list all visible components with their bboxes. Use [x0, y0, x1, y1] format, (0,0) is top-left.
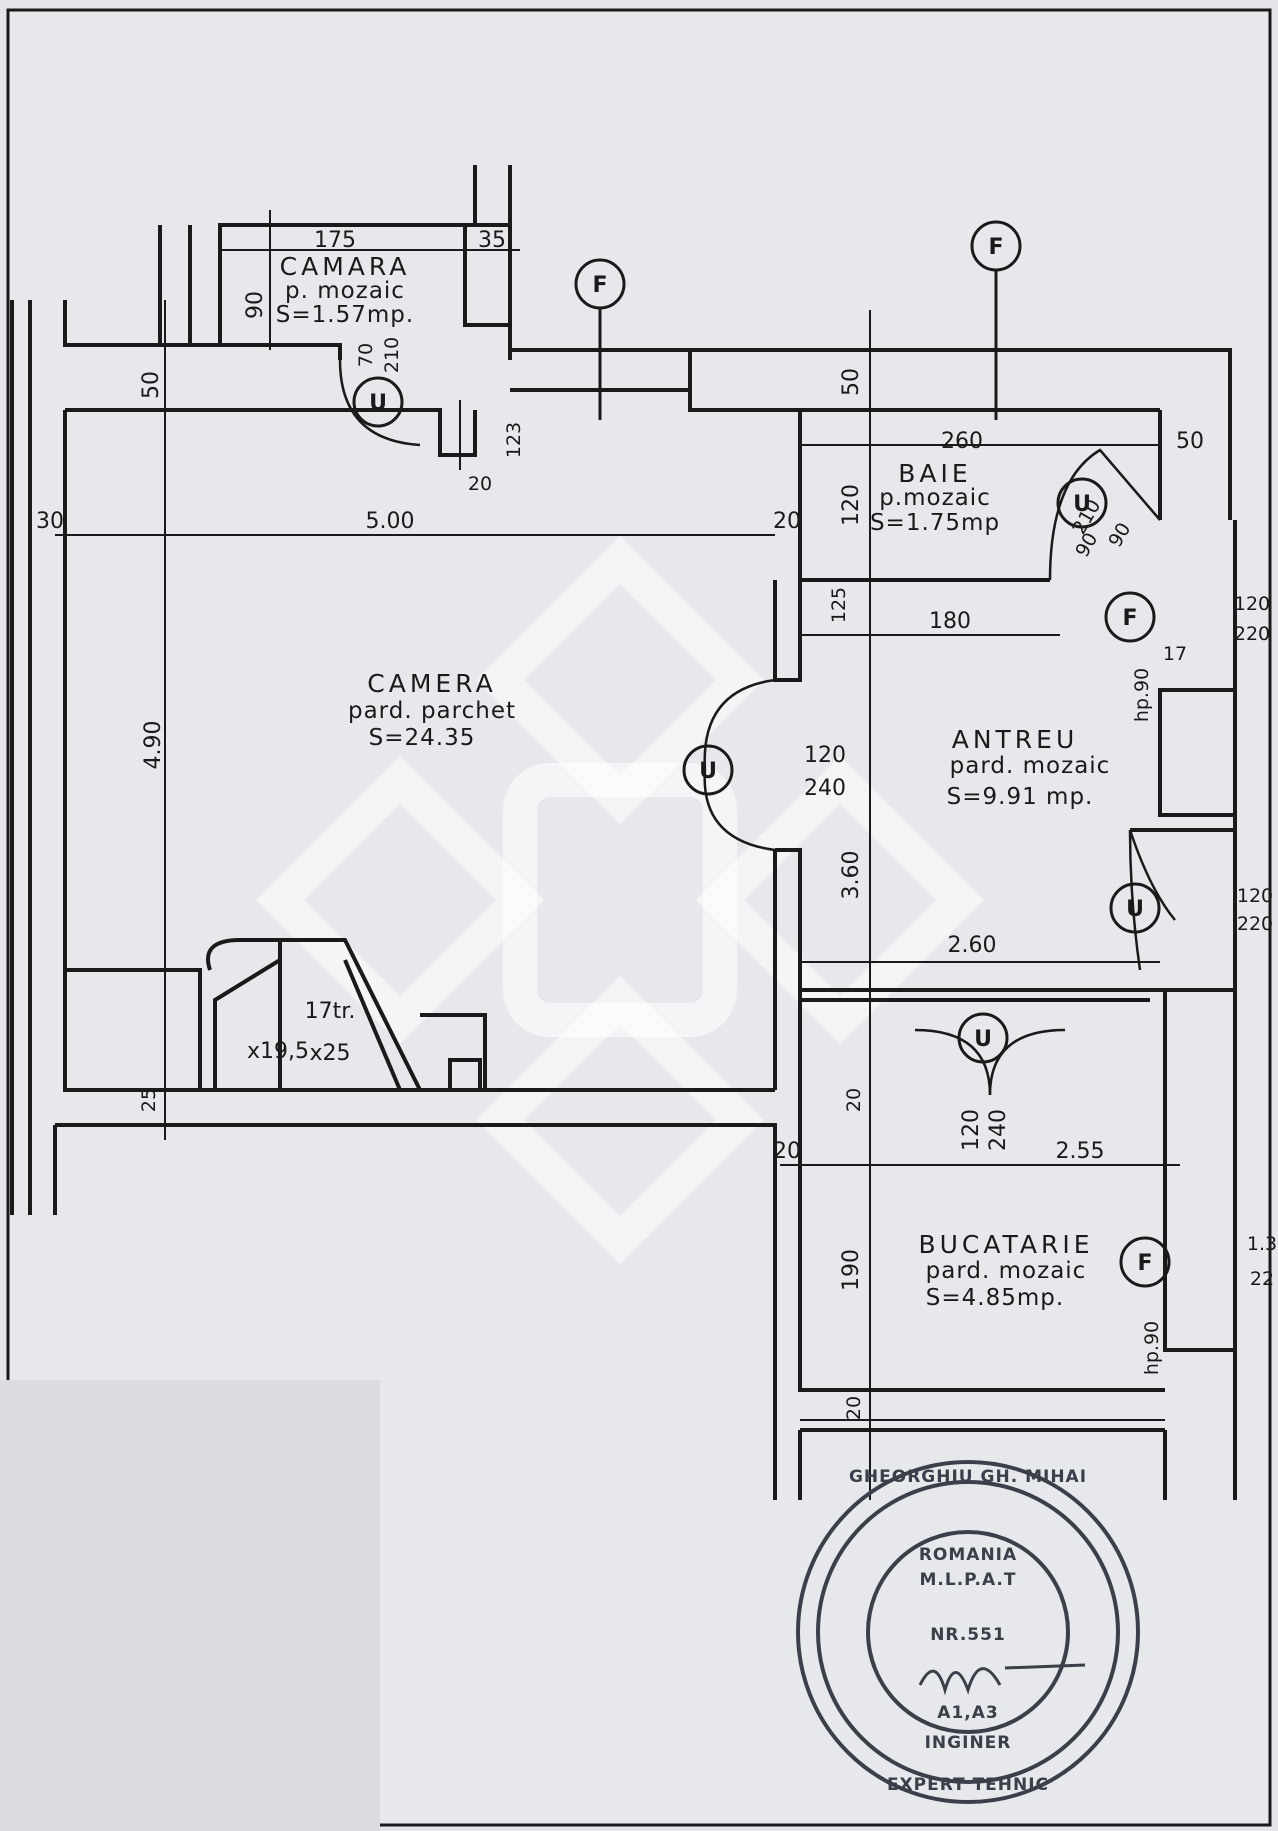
door-swings — [338, 359, 1176, 1096]
room-area-bucatarie: S=4.85mp. — [926, 1285, 1064, 1311]
dim-text: 260 — [941, 429, 983, 454]
watermark-logo — [255, 535, 985, 1265]
dim-text: x25 — [309, 1041, 350, 1066]
door-marker: U — [1073, 492, 1091, 517]
dim-text: hp.90 — [1131, 668, 1153, 722]
shadow-area — [0, 1380, 380, 1831]
room-area-antreu: S=9.91 mp. — [947, 784, 1094, 810]
window-marker: F — [1137, 1251, 1152, 1276]
floor-plan-walls — [10, 165, 1237, 1500]
dim-text: 20 — [773, 1139, 801, 1164]
dim-text: 210 — [381, 337, 403, 373]
dim-text: 20 — [843, 1396, 865, 1420]
dim-text: 70 — [355, 343, 377, 367]
dimension-lines — [55, 210, 1180, 1500]
window-marker: F — [988, 235, 1003, 260]
room-floor-baie: p.mozaic — [879, 485, 991, 511]
dim-text: 20 — [773, 509, 801, 534]
dim-text: 4.90 — [141, 721, 166, 770]
stamp-role: EXPERT TEHNIC — [887, 1775, 1049, 1795]
stamp-name: GHEORGHIU GH. MIHAI — [849, 1467, 1087, 1487]
dim-text: 50 — [839, 368, 864, 396]
stamp-title: INGINER — [925, 1733, 1012, 1753]
room-floor-bucatarie: pard. mozaic — [926, 1258, 1087, 1284]
dim-text: 120 — [804, 743, 846, 768]
dim-text: hp.90 — [1141, 1321, 1163, 1375]
dim-text: 17 — [1163, 643, 1187, 665]
dim-text: 17tr. — [305, 999, 356, 1024]
dim-text: 240 — [986, 1109, 1011, 1151]
dim-text: 220 — [1237, 913, 1273, 935]
stamp-number: NR.551 — [930, 1625, 1006, 1645]
dim-text: 22 — [1250, 1268, 1274, 1290]
markers — [352, 220, 1171, 1288]
dim-text: 1.3 — [1247, 1233, 1277, 1255]
stamp-org: M.L.P.A.T — [920, 1570, 1017, 1590]
dim-text: 220 — [1234, 623, 1270, 645]
dim-text: 2.55 — [1056, 1139, 1105, 1164]
dim-text: 175 — [314, 228, 356, 253]
dim-text: 25 — [138, 1088, 160, 1112]
window-marker: F — [1122, 606, 1137, 631]
room-name-antreu: ANTREU — [952, 725, 1079, 754]
door-marker: U — [1126, 897, 1144, 922]
room-area-camara: S=1.57mp. — [276, 302, 414, 328]
dim-text: 123 — [503, 422, 525, 458]
room-name-bucatarie: BUCATARIE — [918, 1230, 1093, 1259]
room-area-baie: S=1.75mp — [870, 510, 1000, 536]
dim-text: 50 — [1176, 429, 1204, 454]
dim-text: 2.60 — [948, 933, 997, 958]
dim-text: 30 — [36, 509, 64, 534]
dim-text: 120 — [1234, 593, 1270, 615]
door-marker: U — [699, 759, 717, 784]
dim-text: 50 — [139, 371, 164, 399]
window-marker: F — [592, 273, 607, 298]
dim-text: 190 — [839, 1249, 864, 1291]
dim-text: 20 — [468, 473, 492, 495]
dim-text: 3.60 — [839, 851, 864, 900]
room-name-camara: CAMARA — [280, 252, 411, 281]
dim-text: 35 — [478, 228, 506, 253]
dim-text: 120 — [1237, 885, 1273, 907]
stamp-code: A1,A3 — [937, 1703, 998, 1723]
room-name-camera: CAMERA — [367, 669, 496, 698]
dim-text: 120 — [839, 484, 864, 526]
room-floor-camera: pard. parchet — [348, 698, 516, 724]
dim-text: 20 — [843, 1088, 865, 1112]
room-floor-antreu: pard. mozaic — [950, 753, 1111, 779]
dim-text: 240 — [804, 776, 846, 801]
dim-text: 125 — [828, 587, 850, 623]
room-area-camera: S=24.35 — [369, 725, 476, 751]
dim-text: x19,5 — [247, 1039, 309, 1064]
dim-text: 180 — [929, 609, 971, 634]
expert-stamp — [796, 1460, 1140, 1804]
dim-text: 90 — [243, 291, 268, 319]
door-marker: U — [974, 1027, 992, 1052]
stamp-country: ROMANIA — [919, 1545, 1017, 1565]
door-marker: U — [369, 391, 387, 416]
room-floor-camara: p. mozaic — [285, 278, 405, 304]
dim-text: 5.00 — [366, 509, 415, 534]
room-name-baie: BAIE — [898, 459, 971, 488]
dim-text: 120 — [959, 1109, 984, 1151]
